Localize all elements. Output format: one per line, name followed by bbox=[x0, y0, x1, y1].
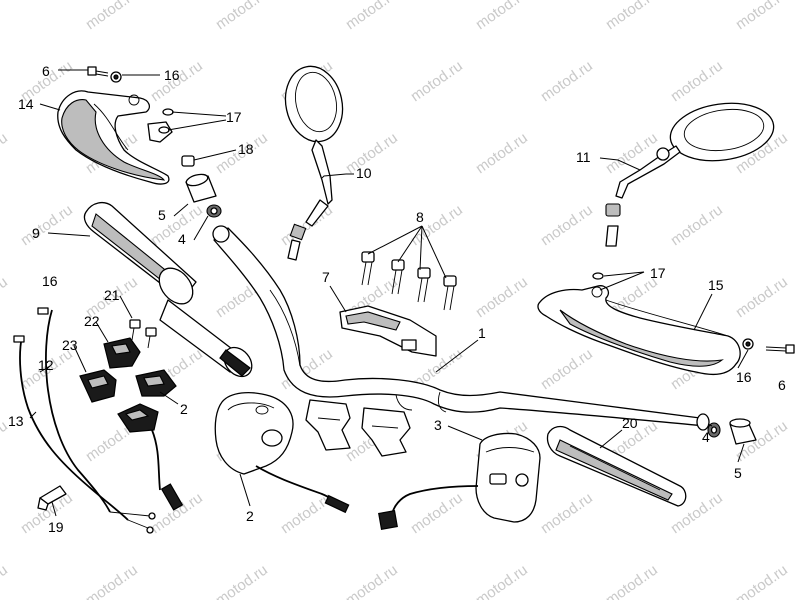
watermark-text: motod.ru bbox=[473, 0, 531, 33]
weight-5-left bbox=[185, 173, 217, 203]
watermark-text: motod.ru bbox=[733, 0, 791, 33]
screw-6-right bbox=[765, 344, 795, 354]
left-mirror-part bbox=[284, 65, 344, 261]
screw-6-left bbox=[87, 66, 109, 77]
left-grip-part bbox=[83, 201, 253, 378]
callout-22: 22 bbox=[84, 313, 100, 329]
watermark-text: motod.ru bbox=[473, 273, 531, 321]
washer-16-right bbox=[742, 338, 754, 350]
watermark-text: motod.ru bbox=[538, 345, 596, 393]
watermark-text: motod.ru bbox=[603, 0, 661, 33]
throttle-cables bbox=[13, 307, 156, 534]
watermark-text: motod.ru bbox=[0, 273, 11, 321]
callout-6-right: 6 bbox=[778, 377, 786, 393]
watermark-text: motod.ru bbox=[538, 201, 596, 249]
callout-5-left: 5 bbox=[158, 207, 166, 223]
callout-5-right: 5 bbox=[734, 465, 742, 481]
watermark-text: motod.ru bbox=[343, 0, 401, 33]
callout-23: 23 bbox=[62, 337, 78, 353]
watermark-text: motod.ru bbox=[343, 129, 401, 177]
upper-clamp-part bbox=[339, 305, 437, 357]
callout-3: 3 bbox=[434, 417, 442, 433]
watermark-text: motod.ru bbox=[603, 561, 661, 600]
left-switch-housing-part bbox=[214, 391, 350, 514]
callout-16-cable: 16 bbox=[42, 273, 58, 289]
watermark-text: motod.ru bbox=[408, 57, 466, 105]
right-mirror-part bbox=[605, 102, 775, 247]
handlebar-part bbox=[212, 225, 710, 431]
washer-4-right bbox=[707, 422, 721, 438]
watermark-text: motod.ru bbox=[83, 561, 141, 600]
callout-11: 11 bbox=[576, 149, 591, 165]
callout-16-right: 16 bbox=[736, 369, 752, 385]
watermark-text: motod.ru bbox=[538, 489, 596, 537]
watermark-text: motod.ru bbox=[473, 561, 531, 600]
callout-15: 15 bbox=[708, 277, 724, 293]
switch-cover-22 bbox=[103, 337, 141, 369]
callout-10: 10 bbox=[356, 165, 372, 181]
watermark-text: motod.ru bbox=[473, 129, 531, 177]
right-hand-guard-part bbox=[537, 285, 741, 376]
callout-13: 13 bbox=[8, 413, 24, 429]
callout-1: 1 bbox=[478, 325, 486, 341]
callout-4-left: 4 bbox=[178, 231, 186, 247]
callout-8: 8 bbox=[416, 209, 424, 225]
clamp-bolts bbox=[361, 251, 457, 311]
callout-9: 9 bbox=[32, 225, 40, 241]
callout-14: 14 bbox=[18, 96, 34, 112]
watermark-text: motod.ru bbox=[408, 489, 466, 537]
callout-2-switch: 2 bbox=[246, 508, 254, 524]
watermark-text: motod.ru bbox=[0, 129, 11, 177]
watermark-text: motod.ru bbox=[343, 561, 401, 600]
cable-clip-part bbox=[37, 485, 67, 511]
callout-4-right: 4 bbox=[702, 429, 710, 445]
callout-21: 21 bbox=[104, 287, 120, 303]
watermark-text: motod.ru bbox=[733, 561, 791, 600]
watermark-text: motod.ru bbox=[668, 201, 726, 249]
callout-2-internal: 2 bbox=[180, 401, 188, 417]
washers-17-right bbox=[592, 272, 604, 280]
washer-4-left bbox=[206, 204, 222, 218]
callout-17-right: 17 bbox=[650, 265, 666, 281]
callout-17-left: 17 bbox=[226, 109, 242, 125]
callout-19: 19 bbox=[48, 519, 64, 535]
callout-12: 12 bbox=[38, 357, 54, 373]
leader-lines bbox=[29, 69, 749, 517]
watermark-text: motod.ru bbox=[18, 201, 76, 249]
left-hand-guard-part bbox=[57, 90, 173, 185]
watermark-text: motod.ru bbox=[0, 561, 11, 600]
watermark-text: motod.ru bbox=[278, 201, 336, 249]
switch-body-23 bbox=[79, 369, 117, 403]
right-switch-housing-part bbox=[378, 432, 541, 530]
watermark-text: motod.ru bbox=[668, 57, 726, 105]
watermark-text: motod.ru bbox=[213, 561, 271, 600]
watermark-text: motod.ru bbox=[213, 0, 271, 33]
callout-labels: 6 16 14 17 18 5 4 9 16 10 11 8 7 1 17 15… bbox=[8, 63, 786, 535]
callout-7: 7 bbox=[322, 269, 330, 285]
callout-16-left: 16 bbox=[164, 67, 180, 83]
callout-6-left: 6 bbox=[42, 63, 50, 79]
callout-20: 20 bbox=[622, 415, 638, 431]
watermark-text: motod.ru bbox=[733, 273, 791, 321]
weight-5-right bbox=[729, 418, 757, 445]
watermark-text: motod.ru bbox=[538, 57, 596, 105]
washer-16-left bbox=[110, 71, 122, 83]
watermark-text: motod.ru bbox=[83, 0, 141, 33]
watermark-text: motod.ru bbox=[0, 0, 11, 33]
switch-assembly-2 bbox=[117, 369, 184, 511]
nut-18 bbox=[181, 155, 195, 167]
right-grip-part bbox=[546, 425, 687, 507]
callout-18: 18 bbox=[238, 141, 254, 157]
riser-clamps bbox=[305, 399, 411, 457]
watermark-text: motod.ru bbox=[148, 201, 206, 249]
switch-screws-21 bbox=[129, 319, 157, 349]
